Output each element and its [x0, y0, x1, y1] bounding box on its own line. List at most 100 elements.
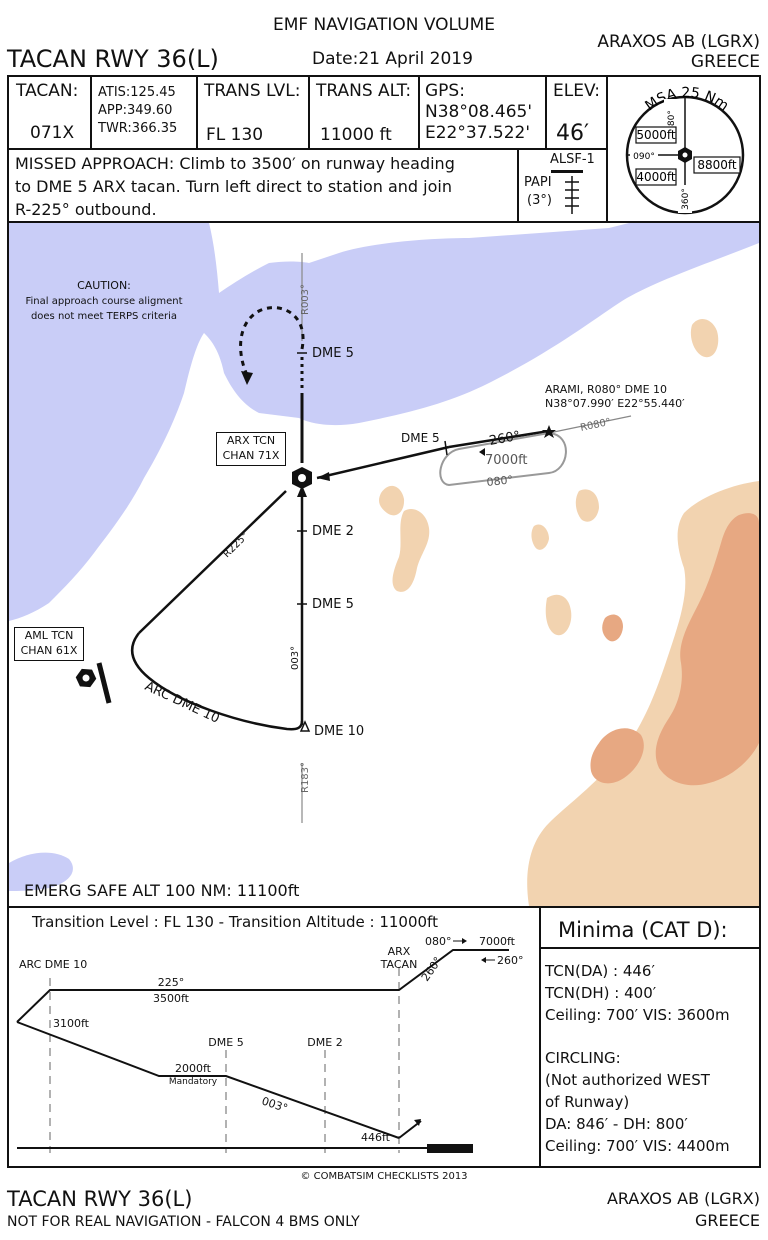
profile-alt-3100: 3100ft — [53, 1017, 90, 1030]
profile-dme2: DME 2 — [307, 1036, 342, 1049]
profile-fix-lines — [49, 968, 400, 1153]
dme5-lower-label: DME 5 — [312, 597, 354, 612]
dme5-hold-label: DME 5 — [401, 431, 440, 445]
papi-symbol — [565, 176, 579, 214]
missed-line-1: MISSED APPROACH: Climb to 3500′ on runwa… — [15, 154, 455, 173]
aml-tacan-icon — [75, 662, 112, 704]
minima-tcn-da: TCN(DA) : 446′ — [545, 962, 655, 980]
msa-radial-south: 360° — [681, 188, 691, 210]
missed-arrowhead — [241, 371, 253, 385]
r183-label: R183° — [300, 762, 311, 793]
trans-lvl-value: FL 130 — [206, 125, 264, 145]
profile-arc-label: ARC DME 10 — [19, 958, 87, 971]
msa-radial-north: 180° — [667, 110, 677, 132]
footer-airport: ARAXOS AB (LGRX) — [606, 1189, 760, 1208]
minima-da-dh: DA: 846′ - DH: 800′ — [545, 1115, 688, 1133]
caution-line-2: does not meet TERPS criteria — [31, 311, 177, 322]
twr-freq: TWR:366.35 — [98, 121, 178, 136]
msa-title: MSA 25 Nm — [642, 85, 731, 114]
dme10-label: DME 10 — [314, 724, 364, 739]
caution-title: CAUTION: — [77, 279, 131, 292]
tacan-label: TACAN: — [16, 81, 79, 101]
footer-country: GREECE — [694, 1211, 760, 1230]
r003-label: R003° — [300, 284, 311, 315]
atis-freq: ATIS:125.45 — [98, 85, 176, 100]
msa-tacan-icon — [678, 147, 692, 163]
dme5-upper-label: DME 5 — [312, 346, 354, 361]
water-area — [9, 223, 759, 891]
profile-hdg-225: 225° — [158, 976, 185, 989]
arx-tcn-line-2: CHAN 71X — [222, 449, 280, 462]
r225-label: R225° — [221, 530, 251, 560]
profile-alt-3500: 3500ft — [153, 992, 190, 1005]
arx-tcn-line-1: ARX TCN — [226, 434, 276, 447]
footer-disclaimer: NOT FOR REAL NAVIGATION - FALCON 4 BMS O… — [7, 1214, 360, 1230]
profile-diagram: ARC DME 10 ARX TACAN 080° 7000ft 260° 26… — [16, 935, 524, 1153]
course-003-label: 003° — [290, 646, 301, 670]
r080-label: R080° — [579, 417, 612, 434]
msa-alt-east: 8800ft — [697, 158, 737, 172]
terrain-low — [379, 319, 759, 906]
missed-line-2: to DME 5 ARX tacan. Turn left direct to … — [15, 177, 452, 196]
runway-icon — [427, 1144, 473, 1153]
profile-mandatory: Mandatory — [169, 1077, 218, 1087]
emerg-safe-alt: EMERG SAFE ALT 100 NM: 11100ft — [24, 881, 300, 900]
trans-alt-label: TRANS ALT: — [316, 81, 412, 101]
profile-dme5: DME 5 — [208, 1036, 243, 1049]
footer-procedure: TACAN RWY 36(L) — [7, 1187, 193, 1211]
profile-arx-line-1: ARX — [388, 945, 411, 958]
volume-title: EMF NAVIGATION VOLUME — [272, 15, 496, 35]
transition-line: Transition Level : FL 130 - Transition A… — [32, 913, 438, 931]
arx-tcn-box: ARX TCN CHAN 71X — [216, 432, 286, 466]
trans-lvl-label: TRANS LVL: — [204, 81, 301, 101]
hold-outbound-label: 080° — [486, 473, 514, 489]
final-arrowhead — [297, 485, 307, 497]
minima-circling: CIRCLING: — [545, 1049, 621, 1067]
minima-ceiling-2: Ceiling: 700′ VIS: 4400m — [545, 1137, 730, 1155]
papi-angle: (3°) — [527, 193, 552, 208]
minima-ceiling-1: Ceiling: 700′ VIS: 3600m — [545, 1006, 730, 1024]
gps-label: GPS: — [425, 81, 465, 101]
aml-tcn-line-1: AML TCN — [24, 629, 74, 642]
minima-box — [539, 906, 761, 1168]
app-freq: APP:349.60 — [98, 103, 173, 118]
elev-value: 46′ — [556, 121, 589, 146]
arami-line-1: ARAMI, R080° DME 10 — [545, 383, 667, 396]
alsf-symbol — [551, 170, 583, 173]
svg-text:MSA 25 Nm: MSA 25 Nm — [642, 85, 731, 114]
inbound-arrowhead — [317, 472, 330, 481]
arx-tacan-icon — [292, 467, 312, 489]
minima-title: Minima (CAT D): — [558, 918, 728, 942]
profile-arx-line-2: TACAN — [380, 958, 418, 971]
dme-ticks — [297, 352, 448, 605]
caution-line-1: Final approach course aligment — [26, 296, 183, 307]
hold-alt-label: 7000ft — [485, 453, 528, 468]
profile-alt-7000: 7000ft — [479, 935, 516, 948]
msa-diagram: MSA 25 Nm 180° 090° 360° 5000ft 8800ft 4… — [625, 85, 745, 215]
aml-tcn-line-2: CHAN 61X — [20, 644, 78, 657]
profile-alt-2000: 2000ft — [175, 1062, 212, 1075]
gps-lat: N38°08.465' — [425, 102, 533, 122]
approach-track — [130, 429, 550, 731]
hold-arrow-icon — [479, 448, 485, 456]
airport-name: ARAXOS AB (LGRX) — [597, 32, 760, 52]
climb-arrow-icon — [414, 1119, 421, 1126]
msa-alt-south: 4000ft — [636, 170, 676, 184]
msa-alt-north: 5000ft — [636, 128, 676, 142]
copyright: © COMBATSIM CHECKLISTS 2013 — [300, 1171, 468, 1182]
alsf-label: ALSF-1 — [550, 152, 595, 167]
missed-line-3: R-225° outbound. — [15, 200, 157, 219]
procedure-title: TACAN RWY 36(L) — [7, 45, 219, 73]
airport-country: GREECE — [690, 52, 760, 72]
arami-line-2: N38°07.990′ E22°55.440′ — [545, 397, 685, 410]
elev-label: ELEV: — [553, 81, 600, 101]
hold-inbound-label: 260° — [488, 429, 521, 449]
holding-pattern — [439, 431, 567, 487]
faf-triangle-icon — [299, 720, 311, 732]
arc-label: ARC DME 10 — [142, 679, 221, 727]
gps-lon: E22°37.522' — [425, 123, 531, 143]
arami-fix-icon — [542, 425, 556, 438]
minima-tcn-dh: TCN(DH) : 400′ — [545, 984, 657, 1002]
profile-hdg-260-top: 260° — [497, 954, 524, 967]
missed-approach-track — [239, 306, 305, 463]
